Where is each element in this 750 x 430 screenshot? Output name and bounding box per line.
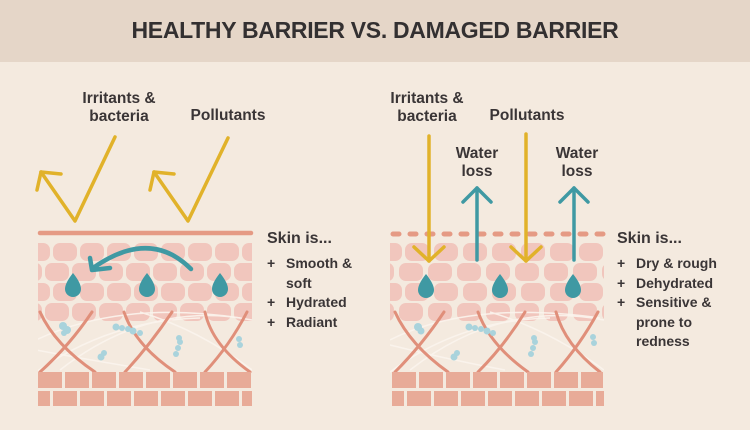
water-retention-arrow-icon bbox=[87, 246, 194, 273]
water-loss-label-2: Water loss bbox=[555, 145, 599, 180]
list-item: +Sensitive & bbox=[617, 294, 712, 310]
droplet-icons-damaged bbox=[418, 274, 581, 298]
list-item: redness bbox=[636, 333, 690, 349]
list-item: +Hydrated bbox=[267, 294, 347, 310]
header-banner bbox=[0, 0, 750, 62]
healthy-skin-list: +Smooth & soft +Hydrated +Radiant bbox=[267, 254, 377, 332]
damaged-skin-list: +Dry & rough +Dehydrated +Sensitive & pr… bbox=[617, 254, 742, 352]
water-loss-label-1: Water loss bbox=[455, 145, 499, 180]
list-item: +Dry & rough bbox=[617, 255, 717, 271]
skin-is-heading-healthy: Skin is... bbox=[267, 230, 332, 247]
irritants-label-healthy: Irritants & bacteria bbox=[82, 90, 156, 125]
pollutants-label-damaged: Pollutants bbox=[489, 107, 565, 124]
list-item: +Radiant bbox=[267, 313, 338, 330]
irritants-label-damaged: Irritants & bacteria bbox=[390, 90, 464, 125]
penetrating-arrow-icons bbox=[412, 132, 543, 263]
skin-is-heading-damaged: Skin is... bbox=[617, 230, 682, 247]
damaged-skin-diagram bbox=[390, 243, 604, 406]
water-loss-arrow-icons bbox=[461, 186, 590, 262]
list-item: +Dehydrated bbox=[617, 274, 714, 291]
list-item: +Smooth & bbox=[267, 255, 353, 271]
page-title: HEALTHY BARRIER VS. DAMAGED BARRIER bbox=[131, 17, 619, 43]
deflected-arrow-icons bbox=[35, 135, 230, 223]
pollutants-label-healthy: Pollutants bbox=[190, 107, 266, 124]
healthy-skin-diagram bbox=[38, 243, 252, 406]
droplet-icons bbox=[65, 273, 228, 297]
list-item: prone to bbox=[636, 313, 692, 330]
list-item: soft bbox=[286, 274, 312, 291]
